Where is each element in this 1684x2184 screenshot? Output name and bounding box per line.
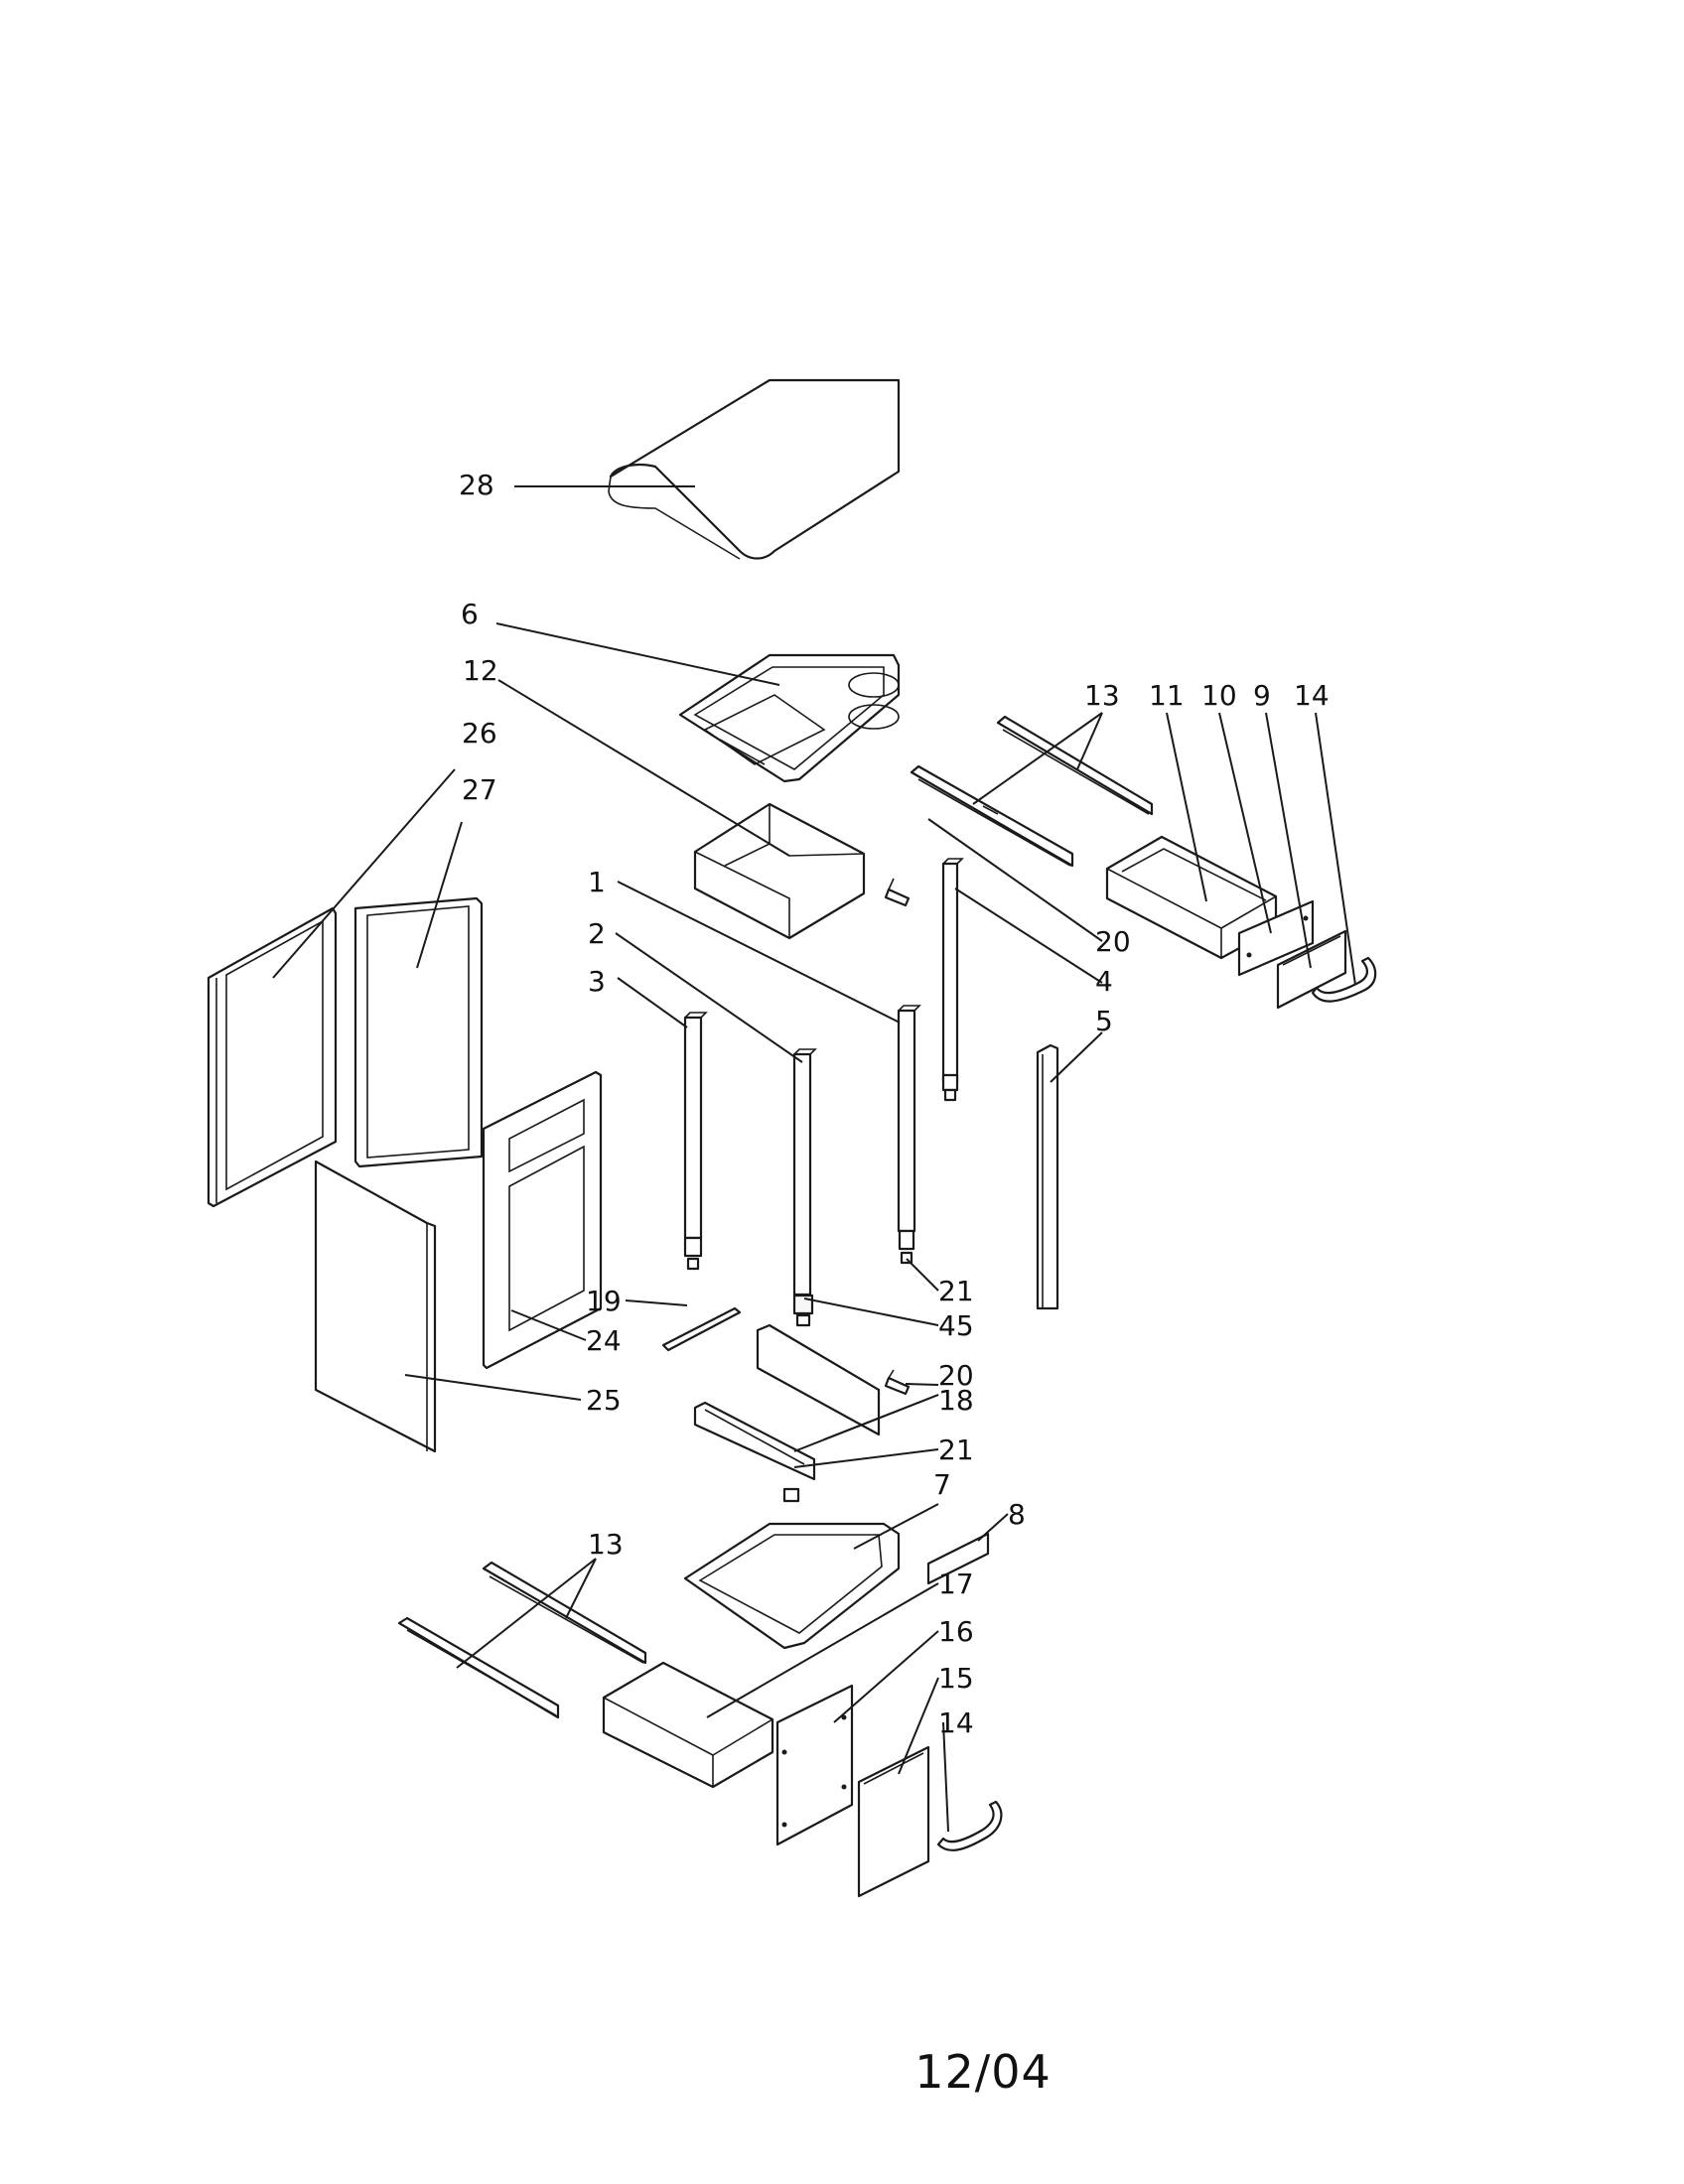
callout-16: 16 (938, 1615, 974, 1648)
part-13-upper-drawer-slides (910, 715, 1154, 868)
callout-14-upper: 14 (1294, 679, 1330, 712)
part-24-front-door (482, 1070, 603, 1370)
callout-19: 19 (586, 1285, 622, 1317)
part-8-kick-plate (926, 1532, 990, 1585)
part-14-lower-handle (936, 1800, 1003, 1851)
part-1-leg-post (897, 1005, 921, 1265)
part-21-lower-foot (782, 1487, 800, 1503)
callout-6: 6 (461, 598, 479, 630)
part-20-upper-clip (884, 878, 911, 907)
callout-20-upper: 20 (1095, 925, 1131, 958)
callout-13-lower: 13 (588, 1528, 624, 1561)
part-2-leg-post (792, 1048, 817, 1327)
callout-9: 9 (1253, 679, 1271, 712)
part-13-lower-drawer-slides (397, 1561, 647, 1719)
callout-21-upper: 21 (938, 1275, 974, 1307)
part-6-top-frame (678, 653, 901, 783)
callout-28: 28 (459, 469, 494, 501)
part-16-lower-drawer-inner-front (775, 1684, 854, 1846)
callout-12: 12 (463, 654, 498, 687)
callout-4: 4 (1095, 965, 1113, 998)
part-3-leg-post (683, 1012, 708, 1271)
part-7-bottom-frame (683, 1522, 901, 1650)
callout-3: 3 (588, 965, 606, 998)
part-15-lower-drawer-front (857, 1745, 930, 1898)
callout-labels: 28 6 12 26 27 13 11 10 9 14 20 4 5 1 2 3… (459, 469, 1330, 1739)
part-9-upper-drawer-front (1276, 929, 1347, 1010)
callout-14-lower: 14 (938, 1706, 974, 1739)
part-27-rear-panel-frame (353, 896, 484, 1168)
callout-26: 26 (462, 717, 497, 750)
revision-date: 12/04 (914, 2045, 1052, 2099)
callout-17: 17 (938, 1568, 974, 1600)
callout-24: 24 (586, 1324, 622, 1357)
part-5-corner-post (1036, 1043, 1059, 1310)
callout-15: 15 (938, 1662, 974, 1695)
callout-45: 45 (938, 1309, 974, 1342)
callout-1: 1 (588, 866, 606, 898)
callout-7: 7 (933, 1468, 951, 1501)
callout-10: 10 (1201, 679, 1237, 712)
callout-20-lower: 20 (938, 1359, 974, 1392)
callout-27: 27 (462, 773, 497, 806)
callout-18: 18 (938, 1384, 974, 1417)
callout-13-upper: 13 (1084, 679, 1120, 712)
callout-21-lower: 21 (938, 1433, 974, 1466)
part-20-lower-clip (884, 1369, 911, 1396)
part-18-lower-channels (693, 1323, 881, 1481)
part-25-side-panel (314, 1160, 437, 1453)
part-28-countertop (608, 378, 901, 560)
part-26-side-door-frame (207, 906, 338, 1208)
leader-lines (272, 485, 1356, 1833)
callout-11: 11 (1149, 679, 1185, 712)
part-14-upper-handle (1311, 956, 1377, 1003)
callout-8: 8 (1008, 1498, 1026, 1531)
part-10-upper-drawer-inner-front (1237, 899, 1315, 977)
callout-5: 5 (1095, 1005, 1113, 1037)
part-4-tall-post (941, 858, 964, 1102)
callout-2: 2 (588, 917, 606, 950)
part-17-lower-drawer-box (602, 1661, 774, 1789)
part-19-small-rail (661, 1306, 742, 1352)
part-12-channel-bracket (693, 802, 866, 940)
callout-25: 25 (586, 1384, 622, 1417)
